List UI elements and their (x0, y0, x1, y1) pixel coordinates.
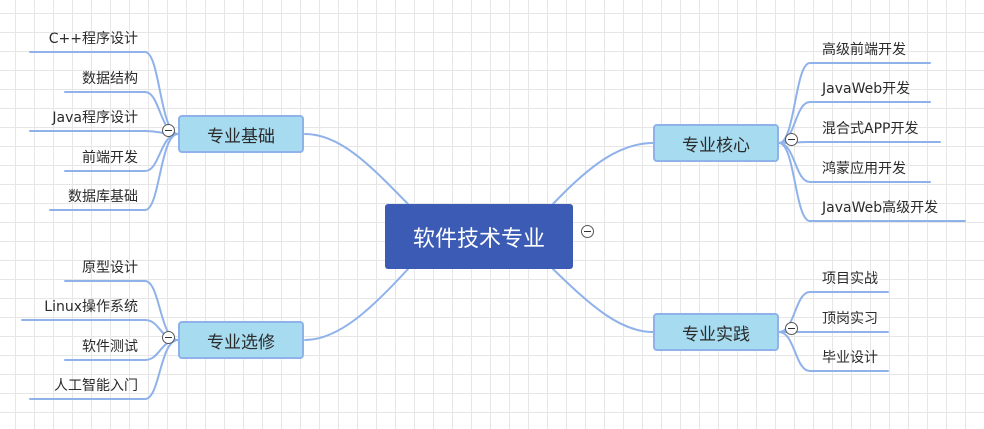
root-topic[interactable]: 软件技术专业 (385, 204, 573, 269)
leaf-practice-1[interactable]: 项目实战 (822, 271, 878, 287)
leaf-foundation-5[interactable]: 数据库基础 (68, 189, 138, 205)
leaf-core-4[interactable]: 鸿蒙应用开发 (822, 161, 906, 177)
branch-elective[interactable]: 专业选修 (178, 321, 304, 359)
connector-foundation-leaves (29, 51, 179, 211)
leaf-elective-3[interactable]: 软件测试 (82, 339, 138, 355)
minus-circle-icon[interactable] (581, 225, 594, 238)
leaf-core-1[interactable]: 高级前端开发 (822, 42, 906, 58)
leaf-core-3[interactable]: 混合式APP开发 (822, 121, 919, 137)
connector-elective-leaves (21, 280, 179, 400)
leaf-elective-2[interactable]: Linux操作系统 (44, 299, 138, 315)
minus-circle-icon[interactable] (162, 331, 175, 344)
leaf-foundation-3[interactable]: Java程序设计 (52, 110, 138, 126)
leaf-foundation-1[interactable]: C++程序设计 (48, 31, 138, 47)
leaf-core-2[interactable]: JavaWeb开发 (822, 81, 911, 97)
leaf-elective-1[interactable]: 原型设计 (82, 260, 138, 276)
leaf-elective-4[interactable]: 人工智能入门 (54, 378, 138, 394)
minus-circle-icon[interactable] (162, 124, 175, 137)
connector-root-practice (552, 268, 654, 333)
branch-foundation[interactable]: 专业基础 (178, 115, 304, 153)
branch-core[interactable]: 专业核心 (653, 124, 779, 162)
leaf-core-5[interactable]: JavaWeb高级开发 (822, 200, 939, 216)
branch-practice[interactable]: 专业实践 (653, 313, 779, 351)
connector-root-core (552, 142, 654, 205)
leaf-practice-3[interactable]: 毕业设计 (822, 350, 878, 366)
leaf-practice-2[interactable]: 顶岗实习 (822, 311, 878, 327)
connector-root-elective (304, 268, 409, 341)
connector-root-foundation (304, 133, 409, 205)
minus-circle-icon[interactable] (785, 133, 798, 146)
minus-circle-icon[interactable] (785, 322, 798, 335)
leaf-foundation-4[interactable]: 前端开发 (82, 150, 138, 166)
leaf-foundation-2[interactable]: 数据结构 (82, 71, 138, 87)
